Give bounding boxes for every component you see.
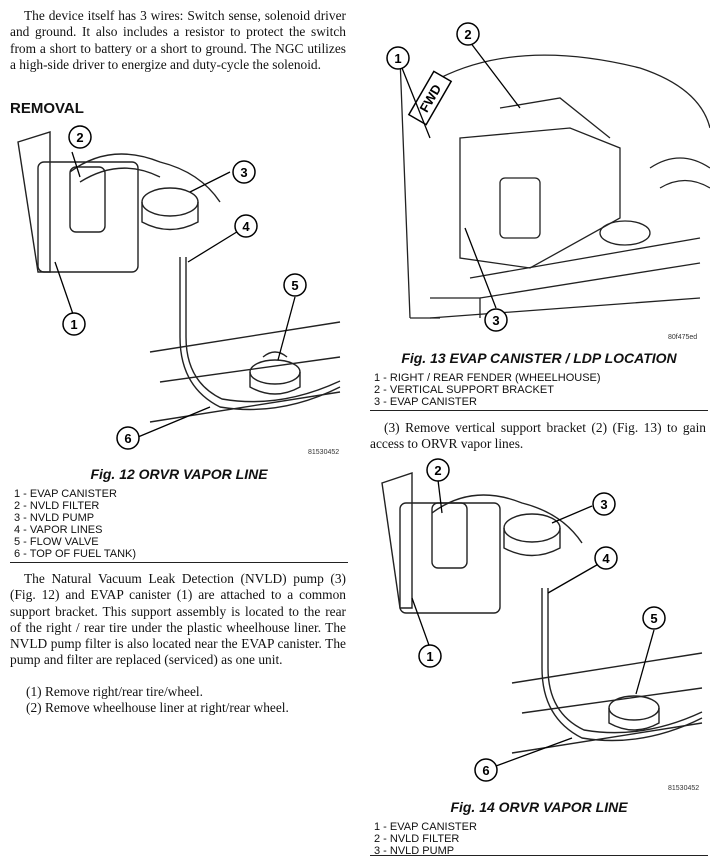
fig13-callout: 1	[394, 51, 401, 66]
divider	[370, 410, 708, 411]
fig14-callout: 4	[602, 551, 610, 566]
step-3: (3) Remove vertical support bracket (2) …	[370, 420, 706, 452]
fig13-code: 80f475ed	[668, 334, 698, 341]
fig12-callout: 4	[242, 219, 250, 234]
fig12-illustration: 2 3 4 1 5 6	[17, 125, 341, 450]
fig14-illustration: 2 3 4 1 5 6	[381, 458, 703, 782]
intro-paragraph: The device itself has 3 wires: Switch se…	[10, 8, 346, 72]
fig14-callout: 3	[600, 497, 607, 512]
legend-item: 1 - EVAP CANISTER	[14, 488, 117, 500]
legend-item: 5 - FLOW VALVE	[14, 536, 99, 548]
legend-item: 2 - NVLD FILTER	[14, 500, 100, 512]
divider	[370, 855, 708, 856]
step-2: (2) Remove wheelhouse liner at right/rea…	[26, 700, 289, 715]
fig14-callout: 2	[434, 463, 441, 478]
legend-item: 3 - NVLD PUMP	[374, 845, 455, 857]
fig13-legend: 1 - RIGHT / REAR FENDER (WHEELHOUSE) 2 -…	[374, 372, 601, 408]
fig13-callout: 3	[492, 313, 499, 328]
removal-heading: REMOVAL	[10, 100, 84, 117]
fig12-code: 81530452	[308, 449, 340, 456]
legend-item: 1 - RIGHT / REAR FENDER (WHEELHOUSE)	[374, 372, 601, 384]
fig13-illustration: FWD 1 2 3	[386, 22, 710, 332]
fig14-callout: 6	[482, 763, 489, 778]
fig13-callout: 2	[464, 27, 471, 42]
legend-item: 4 - VAPOR LINES	[14, 524, 103, 536]
fig12-callout: 2	[76, 130, 83, 145]
fig14-callout: 5	[650, 611, 657, 626]
fig13-caption: Fig. 13 EVAP CANISTER / LDP LOCATION	[401, 350, 677, 366]
fig12-callout: 3	[240, 165, 247, 180]
fig12-callout: 1	[70, 317, 77, 332]
legend-item: 2 - VERTICAL SUPPORT BRACKET	[374, 384, 554, 396]
legend-item: 3 - NVLD PUMP	[14, 512, 95, 524]
legend-item: 2 - NVLD FILTER	[374, 833, 460, 845]
divider	[10, 562, 348, 563]
fig12-caption: Fig. 12 ORVR VAPOR LINE	[90, 466, 268, 482]
legend-item: 1 - EVAP CANISTER	[374, 821, 477, 833]
legend-item: 6 - TOP OF FUEL TANK)	[14, 548, 137, 560]
fig14-caption: Fig. 14 ORVR VAPOR LINE	[450, 799, 628, 815]
fig14-code: 81530452	[668, 785, 700, 792]
fig12-callout: 6	[124, 431, 131, 446]
fig14-legend: 1 - EVAP CANISTER 2 - NVLD FILTER 3 - NV…	[374, 821, 477, 857]
fig12-callout: 5	[291, 278, 298, 293]
nvld-paragraph: The Natural Vacuum Leak Detection (NVLD)…	[10, 571, 346, 668]
fig14-callout: 1	[426, 649, 433, 664]
legend-item: 3 - EVAP CANISTER	[374, 396, 477, 408]
step-1: (1) Remove right/rear tire/wheel.	[26, 684, 203, 699]
fig12-legend: 1 - EVAP CANISTER 2 - NVLD FILTER 3 - NV…	[14, 488, 136, 560]
